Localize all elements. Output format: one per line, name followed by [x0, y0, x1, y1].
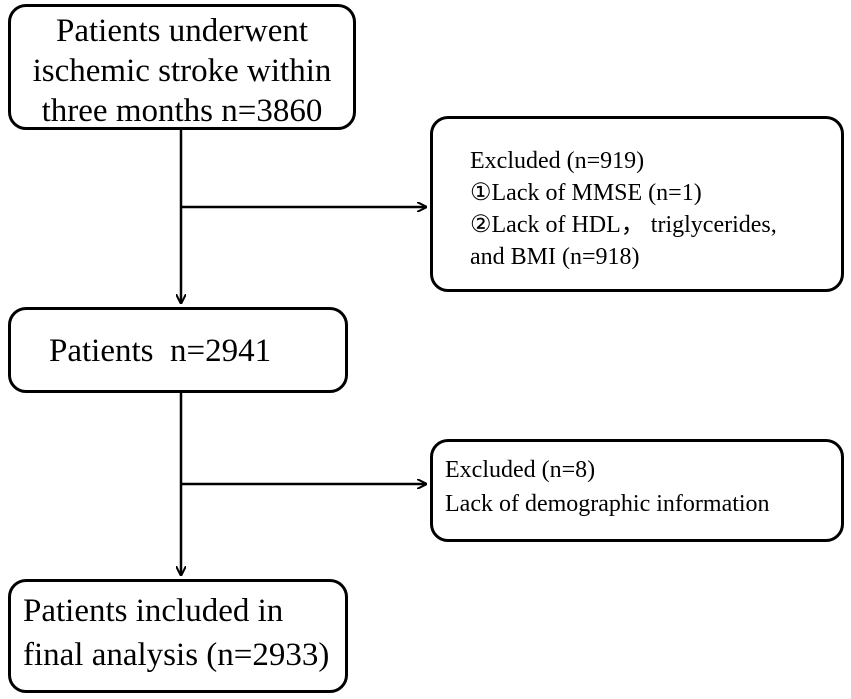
excluded-first-line-2: ①Lack of MMSE (n=1): [470, 180, 702, 206]
final-line-2: final analysis (n=2933): [23, 637, 330, 673]
enrolled-line-1: Patients underwent: [55, 13, 309, 49]
excluded-second-line-1: Excluded (n=8): [445, 457, 596, 483]
excluded-first-line-4: and BMI (n=918): [470, 244, 640, 270]
enrolled-line-2: ischemic stroke within: [32, 53, 332, 89]
final-analysis-box: Patients included in final analysis (n=2…: [8, 579, 348, 693]
excluded-second-box: Excluded (n=8) Lack of demographic infor…: [430, 439, 844, 542]
patients-line-1: Patients n=2941: [49, 333, 272, 369]
final-line-1: Patients included in: [23, 593, 284, 629]
patients-box: Patients n=2941: [8, 307, 348, 393]
excluded-first-line-1: Excluded (n=919): [470, 148, 645, 174]
enrolled-patients-box: Patients underwent ischemic stroke withi…: [8, 4, 356, 130]
excluded-second-line-2: Lack of demographic information: [445, 491, 770, 517]
enrolled-line-3: three months n=3860: [41, 93, 323, 129]
excluded-first-line-3: ②Lack of HDL， triglycerides,: [470, 212, 777, 238]
excluded-first-box: Excluded (n=919) ①Lack of MMSE (n=1) ②La…: [430, 116, 844, 292]
